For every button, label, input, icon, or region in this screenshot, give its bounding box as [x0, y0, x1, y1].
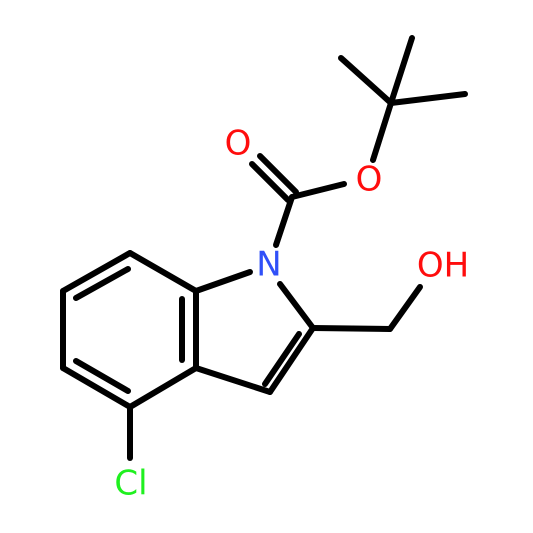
atom-hydroxyl: OH: [417, 246, 469, 286]
bond-c5-c4-inner: [73, 358, 131, 394]
bond-tbu-methyl-top: [388, 35, 415, 106]
bond-tbu-methyl-right: [388, 91, 468, 106]
bond-ester-oxygen-carbon: [289, 181, 347, 200]
bond-c5-c4: [60, 365, 133, 410]
bond-ch2-oh: [387, 284, 423, 332]
bond-n-c2: [277, 281, 316, 331]
atom-nitrogen: N: [256, 245, 281, 285]
bond-c3-c3a: [193, 365, 273, 395]
bond-c7a-c7: [127, 250, 199, 294]
bond-c2-c3: [267, 325, 316, 395]
bond-n-c7a: [193, 269, 253, 294]
bond-carbamate-nitrogen: [273, 194, 295, 248]
bond-carbonyl-double-a: [249, 161, 291, 203]
bond-tbu-methyl-left: [338, 55, 394, 106]
bond-c7-c6: [60, 250, 133, 294]
atom-o-ester: O: [356, 160, 383, 200]
atom-chlorine: Cl: [114, 464, 147, 504]
bond-c2-ch2: [310, 325, 393, 332]
bond-c2-c3-inner: [262, 331, 302, 387]
bond-c4-c3a: [127, 365, 199, 410]
bond-tbu-oxygen: [370, 100, 394, 163]
bond-carbonyl-double-b: [257, 153, 299, 195]
bond-c7-c6-inner: [73, 266, 131, 301]
atom-o-carbonyl: O: [225, 124, 252, 164]
